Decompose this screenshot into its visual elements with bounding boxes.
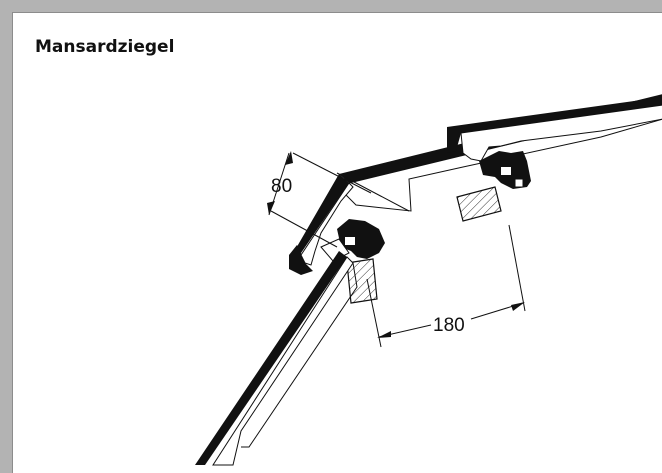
lower-interlock-clip xyxy=(320,219,385,262)
drawing-sheet: Mansardziegel xyxy=(12,12,662,473)
roof-section-drawing: 80 180 xyxy=(195,94,662,466)
dimension-180 xyxy=(366,224,526,348)
drawing-title: Mansardziegel xyxy=(35,37,175,57)
steep-roof-tile xyxy=(289,174,354,275)
ridge-edge xyxy=(336,172,410,212)
upper-tile-overlap xyxy=(447,97,662,162)
dimension-80-label: 80 xyxy=(271,176,292,197)
dimension-180-label: 180 xyxy=(433,315,465,336)
upper-batten xyxy=(456,186,502,222)
lower-steep-tile xyxy=(195,251,358,466)
dimension-80 xyxy=(267,151,372,248)
upper-interlock-clip xyxy=(479,151,531,189)
